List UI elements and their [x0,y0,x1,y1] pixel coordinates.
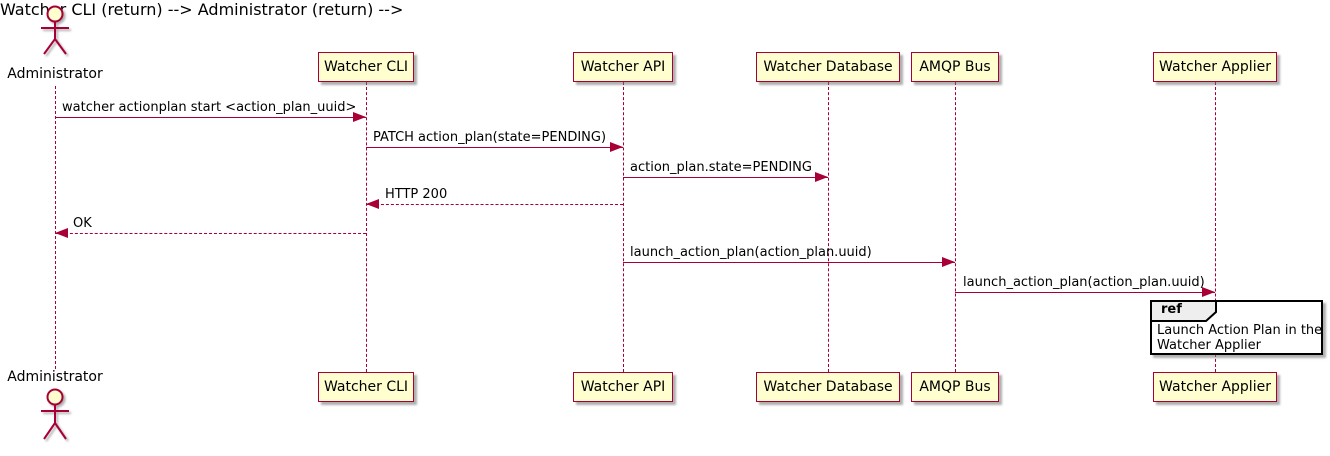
lifeline-watcher-cli [366,82,367,372]
actor-icon [41,388,69,440]
participant-label: Watcher API [580,379,666,395]
ref-text: Launch Action Plan in the Watcher Applie… [1157,323,1322,353]
arrowhead-6 [942,257,955,267]
arrowhead-1 [353,112,366,122]
participant-label: AMQP Bus [919,379,991,395]
participant-label: Watcher API [580,59,666,75]
arrowhead-3 [815,172,828,182]
participant-label: Watcher Database [763,379,893,395]
message-line-5 [55,233,366,234]
participant-label: Watcher CLI [323,59,409,75]
message-label-1: watcher actionplan start <action_plan_uu… [62,100,357,115]
participant-watcher-cli-top: Watcher CLI [318,52,414,82]
message-line-4 [366,204,623,205]
arrowhead-7 [1202,287,1215,297]
message-label-2: PATCH action_plan(state=PENDING) [373,130,607,145]
arrowhead-2 [610,142,623,152]
participant-label: Watcher Applier [1159,379,1271,395]
participant-watcher-cli-bottom: Watcher CLI [318,372,414,402]
lifeline-watcher-api [623,82,624,372]
arrowhead-4 [366,199,379,209]
participant-label: AMQP Bus [919,59,991,75]
message-label-4: HTTP 200 [385,187,448,202]
ref-fragment: ref Launch Action Plan in the Watcher Ap… [1150,300,1323,355]
lifeline-amqp-bus [955,82,956,372]
lifeline-watcher-database [828,82,829,372]
actor-label-bottom: Administrator [7,369,103,385]
ref-text-line1: Launch Action Plan in the [1157,323,1323,338]
message-label-5: OK [73,216,92,231]
message-label-7: launch_action_plan(action_plan.uuid) [963,275,1205,290]
message-line-6 [623,262,955,263]
message-line-3 [623,177,828,178]
participant-label: Watcher CLI [323,379,409,395]
participant-watcher-database-bottom: Watcher Database [756,372,900,402]
message-label-6: launch_action_plan(action_plan.uuid) [630,245,872,260]
participant-watcher-api-bottom: Watcher API [573,372,673,402]
ref-tab-shape [1150,300,1217,322]
message-line-2 [366,147,623,148]
actor-label-top: Administrator [7,66,103,82]
participant-watcher-applier-top: Watcher Applier [1153,52,1277,82]
actor-icon [41,5,69,55]
participant-watcher-database-top: Watcher Database [756,52,900,82]
ref-text-line2: Watcher Applier [1157,338,1261,353]
message-line-1 [55,117,366,118]
participant-label: Watcher Applier [1159,59,1271,75]
participant-label: Watcher Database [763,59,893,75]
participant-watcher-applier-bottom: Watcher Applier [1153,372,1277,402]
lifeline-administrator [55,86,56,369]
participant-watcher-api-top: Watcher API [573,52,673,82]
arrowhead-5 [55,228,68,238]
message-label-3: action_plan.state=PENDING [630,160,812,175]
participant-amqp-bus-top: AMQP Bus [911,52,999,82]
participant-amqp-bus-bottom: AMQP Bus [911,372,999,402]
ref-keyword: ref [1161,302,1182,317]
lifeline-watcher-applier [1215,82,1216,372]
message-line-7 [955,292,1215,293]
